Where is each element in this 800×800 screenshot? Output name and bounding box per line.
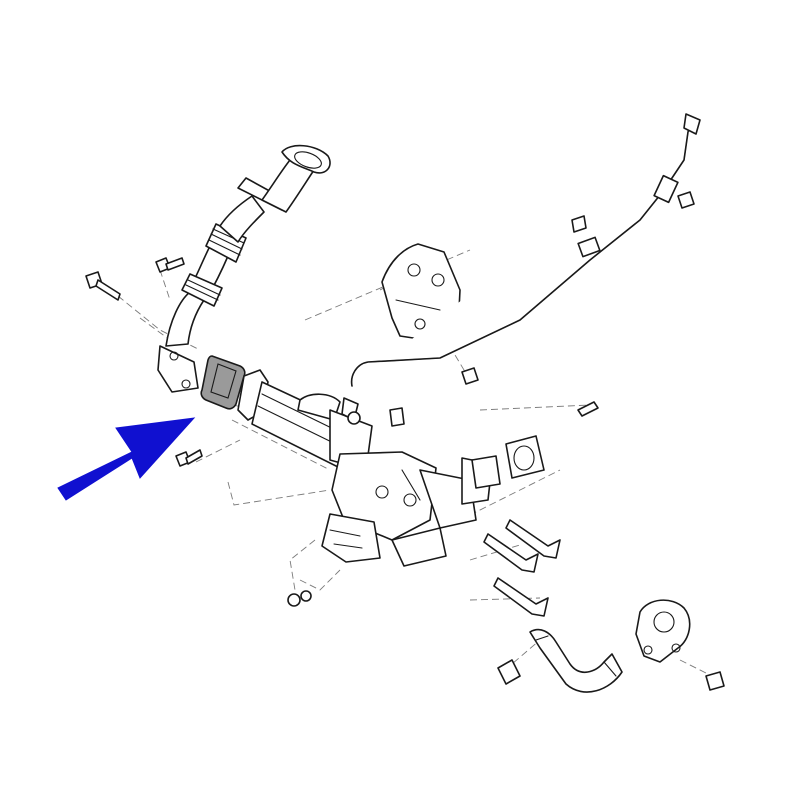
vacuum-line bbox=[341, 113, 701, 421]
egr-valve bbox=[321, 451, 493, 567]
nuts bbox=[287, 411, 361, 607]
pipe-bellows bbox=[181, 223, 247, 307]
coolant-hose bbox=[529, 628, 623, 693]
studs bbox=[389, 401, 599, 685]
fasteners bbox=[85, 191, 725, 691]
flange-gaskets bbox=[471, 435, 545, 489]
thermostat-housing bbox=[635, 599, 691, 663]
egr-inlet-pipe bbox=[157, 144, 331, 393]
egr-cooler bbox=[237, 369, 373, 471]
egr-gasket bbox=[200, 355, 246, 410]
bolts bbox=[85, 191, 725, 691]
pointer-arrow bbox=[57, 417, 196, 501]
